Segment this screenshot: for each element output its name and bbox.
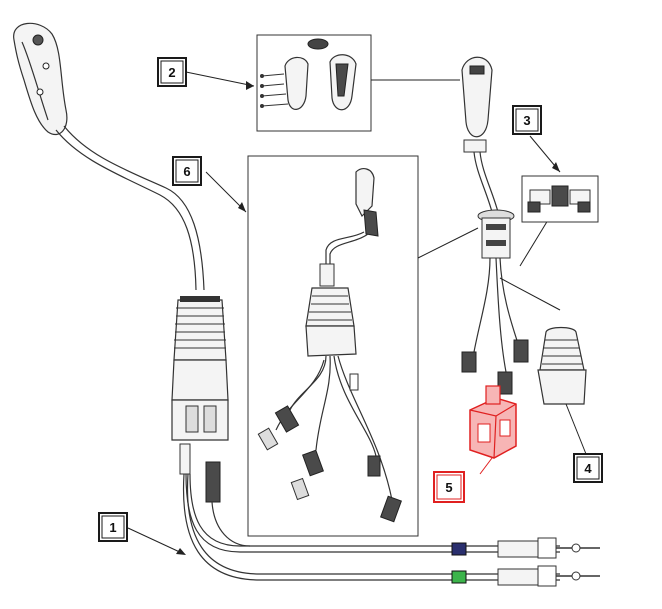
- callout-6: 6: [172, 156, 202, 186]
- callout-1-label: 1: [109, 520, 116, 535]
- callout-1: 1: [98, 512, 128, 542]
- callout-5: 5: [433, 471, 465, 503]
- callout-4: 4: [573, 453, 603, 483]
- callout-6-label: 6: [183, 164, 190, 179]
- knob-parts-inset: [256, 34, 460, 132]
- right-lever-assembly: [461, 56, 561, 395]
- boot-part: [537, 326, 587, 455]
- wiring-harness-inset: [247, 155, 479, 537]
- connector-inset: [521, 175, 599, 223]
- shift-lever-assembly: [13, 22, 600, 587]
- callout-4-label: 4: [584, 461, 592, 476]
- callout-2-label: 2: [168, 65, 175, 80]
- callout-3-label: 3: [523, 113, 530, 128]
- callout-2: 2: [157, 57, 187, 87]
- leader-lines: [127, 71, 561, 555]
- callout-5-label: 5: [445, 480, 452, 495]
- callout-3: 3: [512, 105, 542, 135]
- highlighted-module-part: [469, 385, 517, 475]
